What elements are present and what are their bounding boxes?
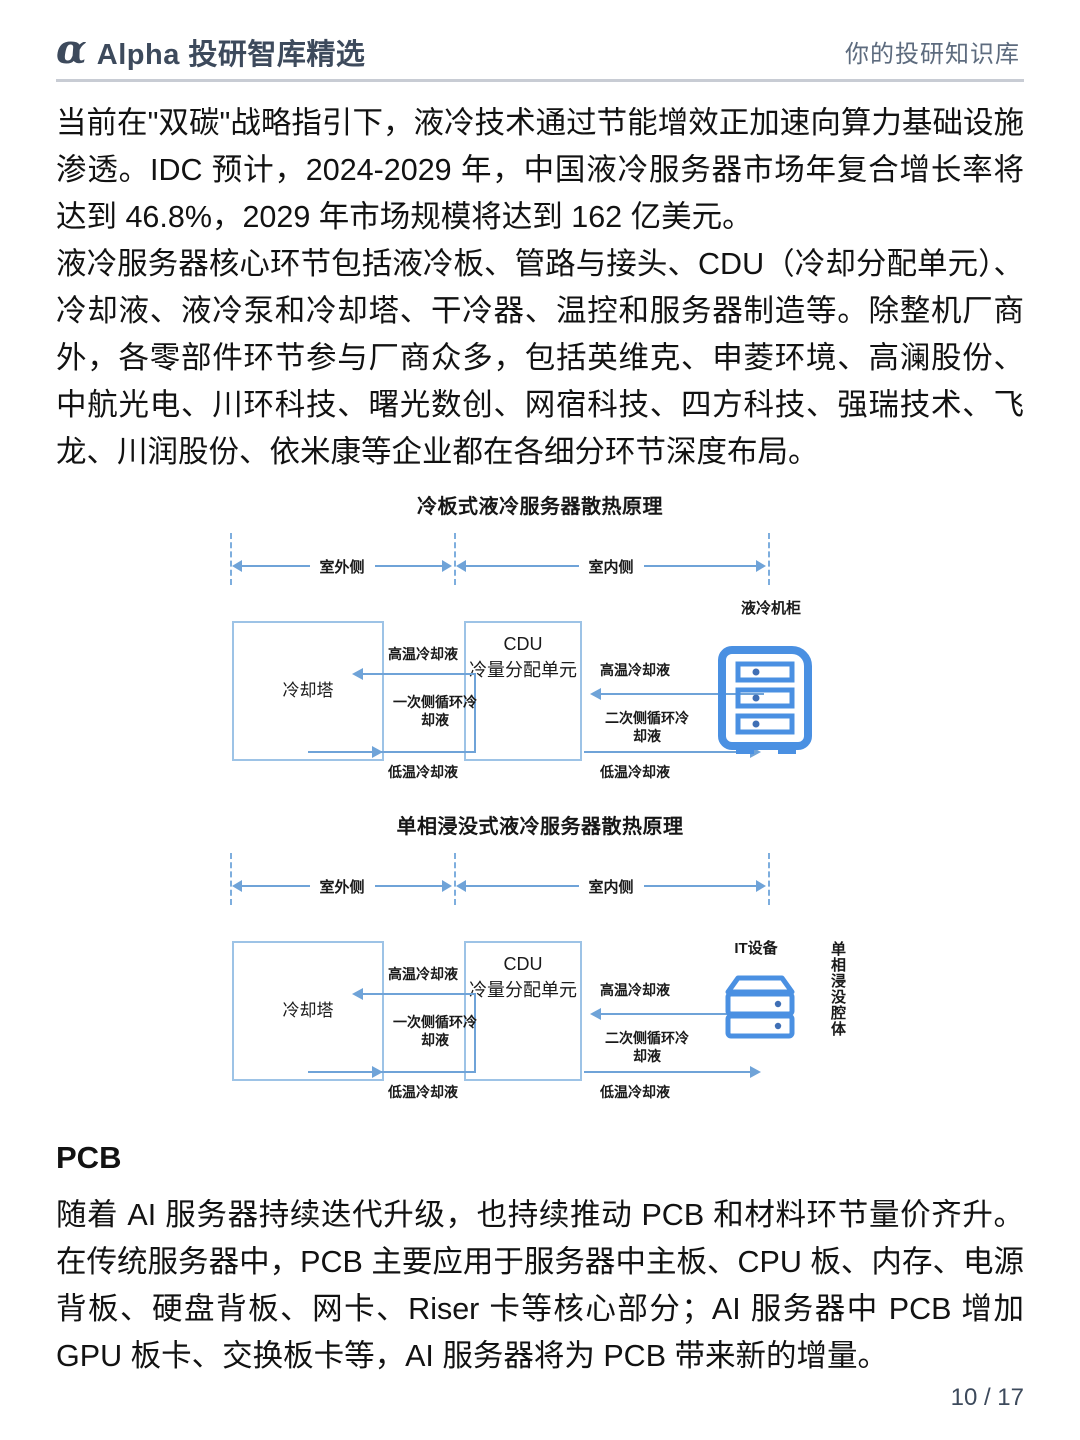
secondary-return-line-1 [592,693,764,695]
span-indoor-2: 室内侧 [456,877,767,896]
cooling-tower-box-1: 冷却塔 [232,621,384,761]
arrow-right-icon [756,560,767,572]
span-indoor-label: 室内侧 [588,878,634,896]
page-number: 10 / 17 [950,1384,1024,1411]
cdu-subtitle: 冷量分配单元 [469,980,577,1000]
label-secondary-loop-2: 二次侧循环冷却液 [605,1030,689,1064]
arrow-right-icon [372,1066,383,1078]
divider-mid-2 [454,853,456,905]
label-low-temp-left-1: 低温冷却液 [388,764,458,780]
span-line [242,885,310,887]
liquid-cooling-rack-icon [718,646,812,754]
arrow-left-icon [590,688,601,700]
figure-1-title: 冷板式液冷服务器散热原理 [417,496,663,518]
figure-cold-plate: 冷板式液冷服务器散热原理 室外侧 室内侧 冷却塔 [56,490,1024,790]
span-line [374,885,443,887]
figure-2-title: 单相浸没式液冷服务器散热原理 [396,816,684,838]
figure-2-canvas: 室外侧 室内侧 冷却塔 CDU 冷量分配单元 [56,853,1024,1111]
cdu-subtitle: 冷量分配单元 [469,660,577,680]
label-primary-loop-1: 一次侧循环冷却液 [393,694,477,728]
label-secondary-loop-1: 二次侧循环冷却液 [605,710,689,744]
arrow-left-icon [352,988,363,1000]
figure-immersion: 单相浸没式液冷服务器散热原理 室外侧 室内侧 冷却塔 [56,810,1024,1110]
span-line [374,565,443,567]
arrow-right-icon [750,746,761,758]
arrow-left-icon [352,668,363,680]
divider-left-1 [230,533,232,585]
span-outdoor-1: 室外侧 [232,557,453,576]
divider-mid-1 [454,533,456,585]
cooling-tower-box-2: 冷却塔 [232,941,384,1081]
primary-supply-line-1 [308,751,476,753]
brand-logo: α Alpha 投研智库精选 [56,25,366,73]
arrow-right-icon [756,880,767,892]
cooling-tower-label: 冷却塔 [282,1001,334,1020]
cdu-box-2: CDU 冷量分配单元 [464,941,582,1081]
cdu-title: CDU [503,954,543,974]
primary-return-line-2 [354,993,476,995]
page-header: α Alpha 投研智库精选 你的投研知识库 [56,24,1024,82]
span-line [643,885,757,887]
primary-return-riser-1 [474,673,476,751]
immersion-tank-label: 单相浸没腔体 [829,941,846,1037]
arrow-right-icon [372,746,383,758]
pcb-heading: PCB [56,1140,122,1175]
label-low-temp-left-2: 低温冷却液 [388,1084,458,1100]
label-low-temp-right-1: 低温冷却液 [600,764,670,780]
label-high-temp-left-2: 高温冷却液 [388,966,458,982]
label-high-temp-right-1: 高温冷却液 [600,662,670,678]
divider-left-2 [230,853,232,905]
span-line [466,565,579,567]
arrow-right-icon [442,560,453,572]
label-high-temp-left-1: 高温冷却液 [388,646,458,662]
paragraph-intro: 当前在"双碳"战略指引下，液冷技术通过节能增效正加速向算力基础设施渗透。IDC … [56,106,1024,234]
span-indoor-label: 室内侧 [588,558,634,576]
span-line [466,885,579,887]
arrow-left-icon [456,880,466,892]
header-tagline: 你的投研知识库 [845,41,1020,68]
secondary-return-line-2 [592,1013,764,1015]
span-outdoor-2: 室外侧 [232,877,453,896]
label-primary-loop-2: 一次侧循环冷却液 [393,1014,477,1048]
arrow-left-icon [232,880,242,892]
figure-1-canvas: 室外侧 室内侧 冷却塔 CDU 冷量分配单元 [56,533,1024,791]
paragraph-supply-chain: 液冷服务器核心环节包括液冷板、管路与接头、CDU（冷却分配单元）、冷却液、液冷泵… [56,247,1024,469]
rack-group-1: 液冷机柜 [696,597,846,763]
primary-return-riser-2 [474,993,476,1071]
it-device-group-2: IT设备 [698,937,814,1059]
primary-supply-line-2 [308,1071,476,1073]
arrow-right-icon [442,880,453,892]
secondary-supply-line-1 [584,751,756,753]
arrow-left-icon [590,1008,601,1020]
span-indoor-1: 室内侧 [456,557,767,576]
secondary-supply-line-2 [584,1071,756,1073]
cooling-tower-label: 冷却塔 [282,681,334,700]
it-server-icon [725,975,795,1039]
span-line [242,565,310,567]
brand-title: Alpha 投研智库精选 [96,38,366,71]
label-low-temp-right-2: 低温冷却液 [600,1084,670,1100]
divider-right-1 [768,533,770,585]
alpha-icon: α [56,25,87,73]
arrow-left-icon [456,560,466,572]
divider-right-2 [768,853,770,905]
primary-return-line-1 [354,673,476,675]
cdu-title: CDU [503,634,543,654]
rack-caption: 液冷机柜 [740,600,801,617]
span-outdoor-label: 室外侧 [319,558,365,576]
span-line [643,565,757,567]
arrow-left-icon [232,560,242,572]
paragraph-pcb: 随着 AI 服务器持续迭代升级，也持续推动 PCB 和材料环节量价齐升。在传统服… [56,1198,1024,1373]
arrow-right-icon [750,1066,761,1078]
span-outdoor-label: 室外侧 [319,878,365,896]
cdu-box-1: CDU 冷量分配单元 [464,621,582,761]
label-high-temp-right-2: 高温冷却液 [600,982,670,998]
it-device-caption: IT设备 [734,940,778,957]
